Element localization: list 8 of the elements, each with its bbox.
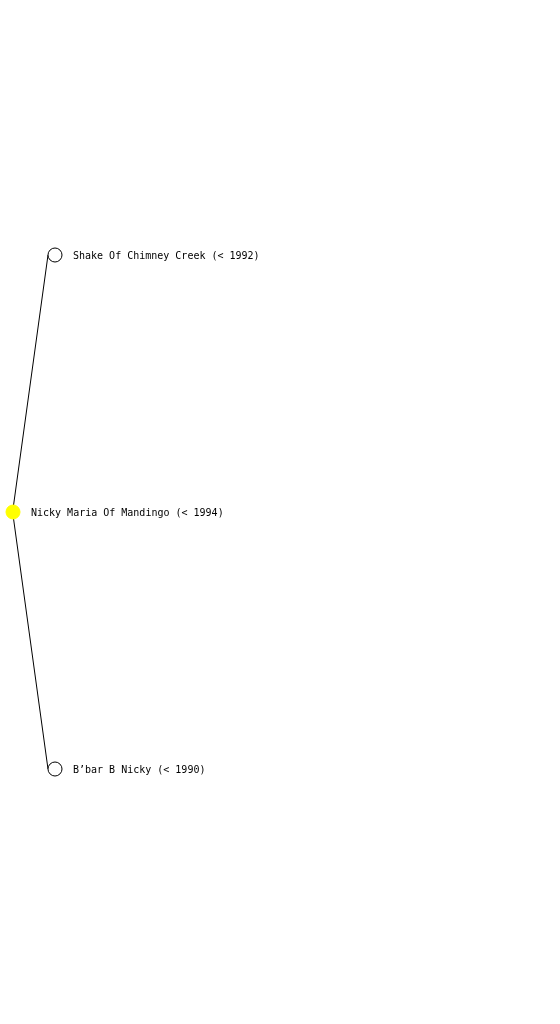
connector-line (13, 254, 49, 506)
name-label: Shake Of Chimney Creek (< 1992) (73, 249, 260, 261)
connector-line (13, 518, 49, 770)
circle-node (47, 247, 63, 263)
circle-node (47, 761, 63, 777)
name-label: B’bar B Nicky (< 1990) (73, 763, 206, 775)
name-label: Nicky Maria Of Mandingo (< 1994) (31, 506, 224, 518)
circle-node (5, 504, 21, 520)
